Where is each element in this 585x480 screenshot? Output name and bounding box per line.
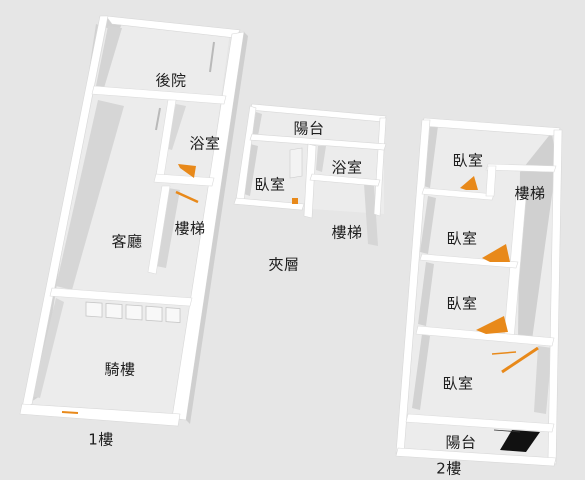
floor-1-wall-arcade <box>49 287 193 307</box>
floor-2-bed4-door <box>501 346 539 374</box>
floor-2-label-bedroom-2: 臥室 <box>446 229 478 248</box>
floor-2-balcony-hatch <box>500 430 540 452</box>
floor-1-arcade-shade <box>32 298 64 398</box>
floor-2-wall-bed3-bottom <box>415 325 555 347</box>
floor-2-bed3-door <box>476 316 508 334</box>
floor-1-entry-mark <box>61 411 79 414</box>
floor-2-wall-stair-left <box>485 165 497 197</box>
floor-2-label-stairs: 樓梯 <box>514 184 546 203</box>
mezzanine-wall-balcony <box>249 133 387 151</box>
mezzanine-wall-bath-bottom <box>309 173 381 187</box>
floor-1-label-backyard: 後院 <box>155 71 187 90</box>
floor-1-wall-backyard <box>91 85 227 105</box>
mezzanine-plan <box>233 103 387 246</box>
mezzanine-stair-shade <box>364 184 378 246</box>
floor-2-wall-bottom <box>395 447 557 467</box>
floor-1-living-shade <box>56 100 124 290</box>
floor-1-label-bathroom: 浴室 <box>189 134 221 153</box>
floor-1-wall-right-face <box>186 32 248 424</box>
floor-2-wall-bed1-bottom <box>421 187 495 201</box>
floor-1-backyard-shade <box>96 26 122 88</box>
floor-1-wall-left <box>21 15 109 409</box>
mezzanine-bedroom-door <box>292 198 298 204</box>
floor-2-balcony-hatch-line <box>493 429 521 433</box>
floor-2-bed1-door <box>460 176 478 190</box>
floor-2-label-bedroom-4: 臥室 <box>442 374 474 393</box>
floor-2-bed4-shade <box>412 334 430 410</box>
mezzanine-label-balcony: 陽台 <box>293 119 325 138</box>
floor-2-bed4-shade-right <box>534 346 552 414</box>
mezzanine-balcony-shade <box>252 112 262 136</box>
floor-1-caption: 1樓 <box>88 430 114 449</box>
floor-2-wall-balcony <box>405 413 555 433</box>
mezzanine-label-stairs: 樓梯 <box>331 223 363 242</box>
mezzanine-door-panel <box>289 147 303 179</box>
floor-1-living-door <box>155 107 161 131</box>
mezzanine-bedroom-shade <box>244 144 258 196</box>
floor-2-bed3-shade <box>418 262 434 326</box>
floor-1-stair-shade <box>156 188 180 268</box>
mezzanine-label-bedroom: 臥室 <box>254 175 286 194</box>
floor-1-wall-bath-bottom <box>153 173 215 187</box>
floor-1-label-arcade: 騎樓 <box>104 360 136 379</box>
floor-2-wall-stair-top <box>485 163 557 173</box>
floor-1-wall-stair-left <box>147 185 171 275</box>
floor-2-bed4-door-frame <box>491 351 517 355</box>
floor-2-bed1-shade <box>424 126 438 188</box>
floor-1-stair-door <box>175 190 199 204</box>
floor-2-bed2-shade <box>420 196 436 254</box>
floor-1-label-stairs: 樓梯 <box>174 219 206 238</box>
mezzanine-bath-shade <box>316 146 326 172</box>
floor-2-plan <box>395 117 563 467</box>
floor-1-window-row <box>85 301 181 324</box>
floor-2-label-bedroom-1: 臥室 <box>452 151 484 170</box>
mezzanine-wall-bottom <box>233 197 305 211</box>
floor-1-wall-bottom <box>19 403 181 427</box>
floor-1-label-living: 客廳 <box>111 232 143 251</box>
floor-1-wall-shade-left <box>28 16 122 404</box>
floor-1-back-door <box>209 41 215 73</box>
floor-2-stair-shade <box>518 132 556 340</box>
floor-2-label-balcony: 陽台 <box>445 433 477 452</box>
floor-1-plan <box>19 15 248 427</box>
floor-1-bath-door <box>178 164 196 178</box>
floor-2-caption: 2樓 <box>436 459 462 478</box>
mezzanine-wall-mid <box>303 143 317 219</box>
floor-2-bed2-door <box>482 244 510 262</box>
floor-2-wall-right <box>547 129 563 465</box>
mezzanine-caption: 夾層 <box>268 255 300 274</box>
floor-2-label-bedroom-3: 臥室 <box>446 294 478 313</box>
mezzanine-label-bathroom: 浴室 <box>331 158 363 177</box>
